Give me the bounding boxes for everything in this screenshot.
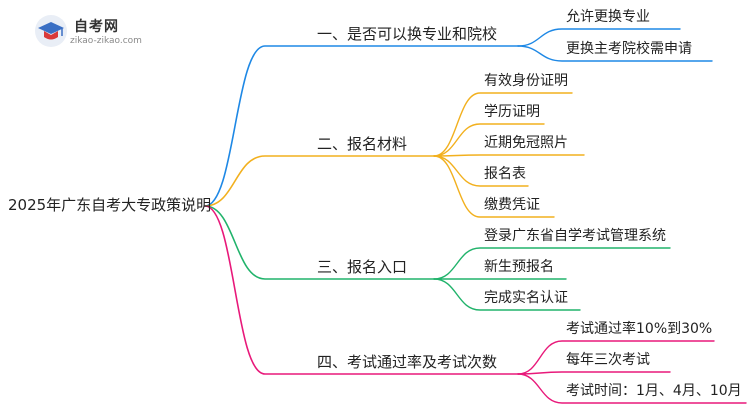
branch-connector bbox=[204, 45, 519, 207]
logo-url: zikao-zikao.com bbox=[70, 36, 142, 46]
leaf-connector bbox=[433, 92, 573, 157]
branch-label: 一、是否可以换专业和院校 bbox=[317, 25, 498, 43]
leaf-label: 允许更换专业 bbox=[566, 9, 650, 25]
leaf-connector bbox=[433, 154, 585, 157]
leaf-connector bbox=[517, 28, 681, 47]
site-logo[interactable]: 自考网 zikao-zikao.com bbox=[34, 14, 154, 54]
leaf-label: 学历证明 bbox=[484, 104, 540, 120]
leaf-connector bbox=[517, 371, 671, 375]
leaf-connector bbox=[433, 278, 581, 311]
leaf-connector bbox=[517, 45, 713, 62]
leaf-label: 每年三次考试 bbox=[566, 352, 650, 368]
leaf-connector bbox=[433, 247, 671, 280]
leaf-label: 缴费凭证 bbox=[484, 197, 540, 213]
leaf-connector bbox=[433, 155, 555, 218]
leaf-label: 考试通过率10%到30% bbox=[566, 321, 713, 337]
leaf-label: 更换主考院校需申请 bbox=[566, 41, 692, 57]
leaf-label: 报名表 bbox=[484, 166, 526, 182]
leaf-label: 近期免冠照片 bbox=[484, 135, 568, 151]
leaf-label: 完成实名认证 bbox=[484, 290, 568, 306]
root-topic: 2025年广东自考大专政策说明 bbox=[8, 196, 212, 214]
leaf-connector bbox=[433, 123, 545, 157]
graduation-cap-icon bbox=[35, 15, 67, 47]
leaf-label: 登录广东省自学考试管理系统 bbox=[484, 228, 666, 244]
leaf-connector bbox=[517, 373, 747, 404]
branch-connector bbox=[204, 155, 435, 207]
branch-label: 三、报名入口 bbox=[317, 258, 408, 276]
branch-connector bbox=[204, 205, 435, 280]
branch-connector bbox=[204, 205, 519, 375]
branch-label: 四、考试通过率及考试次数 bbox=[317, 353, 498, 371]
leaf-label: 新生预报名 bbox=[484, 259, 554, 275]
leaf-label: 有效身份证明 bbox=[484, 73, 568, 89]
leaf-connector bbox=[433, 155, 529, 187]
leaf-label: 考试时间：1月、4月、10月 bbox=[566, 383, 742, 399]
leaf-connector bbox=[517, 340, 715, 375]
logo-title: 自考网 bbox=[74, 19, 119, 35]
branch-label: 二、报名材料 bbox=[317, 135, 408, 153]
